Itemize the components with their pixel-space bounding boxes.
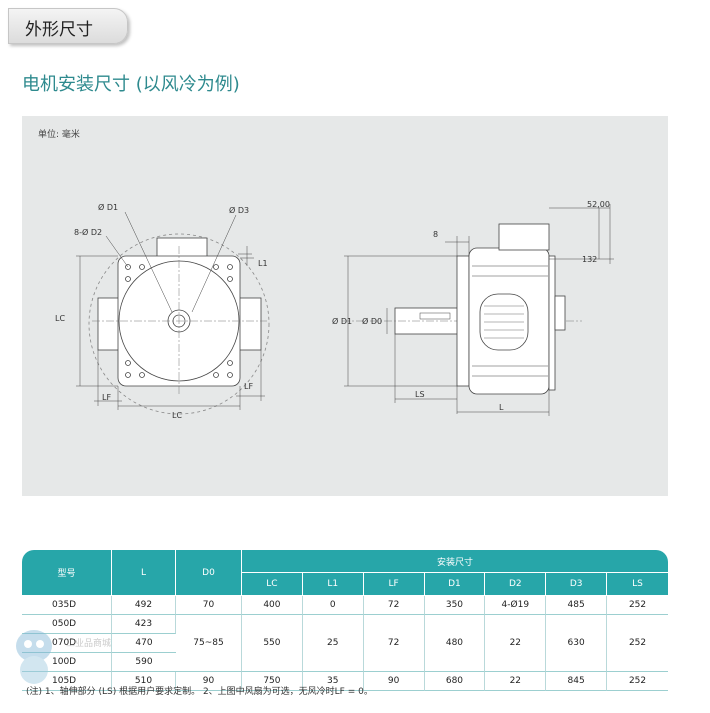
label-side-d0: Ø D0 [362, 316, 382, 326]
cell-model: 105D [22, 672, 112, 691]
front-view [76, 211, 270, 415]
side-view-labels: 52,00 8 132 Ø D1 Ø D0 LS L [332, 200, 610, 412]
cell-lf-merged: 72 [363, 615, 425, 672]
label-side-d1: Ø D1 [332, 316, 352, 326]
cell-ls: 252 [607, 672, 668, 691]
label-8: 8 [433, 230, 438, 239]
robot-mascot-icon [16, 630, 52, 684]
label-lf-left: LF [102, 393, 111, 402]
label-l1: L1 [258, 259, 268, 268]
sub-header-l1: L1 [302, 573, 364, 596]
footnote: (注) 1、轴伸部分 (LS) 根据用户要求定制。 2、上图中风扇为可选，无风冷… [26, 687, 373, 697]
cell-model: 070D [22, 634, 112, 653]
cell-d3: 485 [546, 596, 608, 615]
cell-lf: 72 [363, 596, 425, 615]
cell-lc-merged: 550 [242, 615, 303, 672]
label-d1: Ø D1 [98, 202, 118, 212]
label-52: 52,00 [587, 200, 610, 209]
section-tab-label: 外形尺寸 [25, 20, 93, 40]
table-row: 100D 590 [22, 653, 668, 672]
sub-header-lf: LF [363, 573, 425, 596]
cell-d1-merged: 480 [424, 615, 486, 672]
watermark: 工业品商城 [4, 620, 114, 690]
label-d2: 8-Ø D2 [74, 227, 102, 237]
cell-d0-merged: 75~85 [176, 615, 242, 672]
sub-header-d2: D2 [485, 573, 547, 596]
header-d0: D0 [176, 550, 242, 596]
cell-ls: 252 [607, 596, 668, 615]
cell-l1: 0 [302, 596, 364, 615]
cell-ls-merged: 252 [607, 615, 668, 672]
section-tab: 外形尺寸 [8, 8, 128, 44]
side-view [342, 204, 614, 416]
label-d3: Ø D3 [229, 205, 249, 215]
dimension-drawing-svg: Ø D1 Ø D3 8-Ø D2 L1 LC LC LF LF [55, 200, 614, 420]
cell-d0: 70 [176, 596, 242, 615]
cell-model: 035D [22, 596, 112, 615]
header-install-dims: 安装尺寸 [242, 550, 668, 573]
cell-lc: 750 [242, 672, 303, 691]
cell-d0: 90 [176, 672, 242, 691]
front-view-labels: Ø D1 Ø D3 8-Ø D2 L1 LC LC LF LF [55, 202, 268, 420]
cell-l: 590 [112, 653, 176, 672]
cell-d2: 22 [485, 672, 547, 691]
cell-model: 100D [22, 653, 112, 672]
watermark-text: 工业品商城 [66, 639, 112, 649]
cell-l: 470 [112, 634, 176, 653]
cell-l1: 35 [302, 672, 364, 691]
cell-lc: 400 [242, 596, 303, 615]
sub-header-d3: D3 [546, 573, 608, 596]
header-l: L [112, 550, 176, 596]
table-row: 105D 510 90 750 35 90 680 22 845 252 [22, 672, 668, 691]
cell-d1: 680 [424, 672, 486, 691]
cell-l: 423 [112, 615, 176, 634]
sub-header-ls: LS [607, 573, 668, 596]
cell-model: 050D [22, 615, 112, 634]
label-l: L [499, 403, 504, 412]
label-ls: LS [415, 390, 425, 399]
cell-d2: 4-Ø19 [485, 596, 547, 615]
cell-lf: 90 [363, 672, 425, 691]
page-title: 电机安装尺寸 (以风冷为例) [22, 74, 240, 95]
label-lc-horizontal: LC [172, 411, 182, 420]
label-lf-right: LF [244, 382, 253, 391]
table-row: 050D 423 75~85 550 25 72 480 22 630 252 [22, 615, 668, 672]
cell-d3-merged: 630 [546, 615, 608, 672]
label-132: 132 [582, 255, 597, 264]
unit-label: 单位: 毫米 [38, 130, 80, 140]
table-row: 070D 470 [22, 634, 668, 653]
cell-d2-merged: 22 [485, 615, 547, 672]
cell-l: 510 [112, 672, 176, 691]
table-row: 035D 492 70 400 0 72 350 4-Ø19 485 252 [22, 596, 668, 615]
cell-d1: 350 [424, 596, 486, 615]
cell-d3: 845 [546, 672, 608, 691]
cell-l1-merged: 25 [302, 615, 364, 672]
sub-header-lc: LC [242, 573, 303, 596]
spec-table: 型号 L D0 安装尺寸 LC L1 LF D1 D2 D3 LS 035D 4… [22, 550, 668, 691]
sub-header-d1: D1 [424, 573, 486, 596]
cell-l: 492 [112, 596, 176, 615]
header-model: 型号 [22, 550, 112, 596]
technical-drawing: 单位: 毫米 [22, 116, 668, 496]
label-lc-vertical: LC [55, 314, 65, 323]
